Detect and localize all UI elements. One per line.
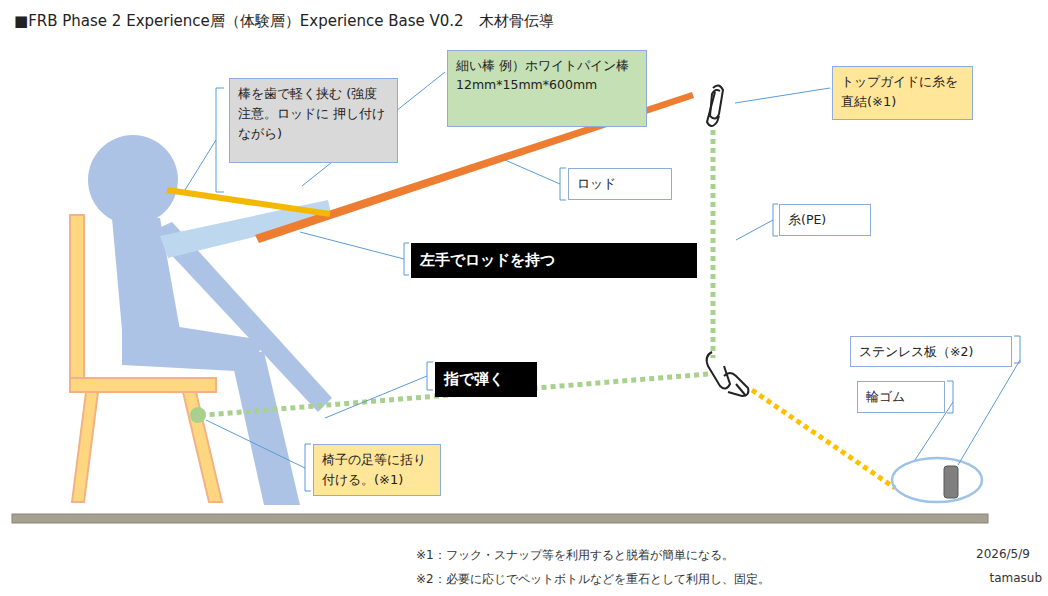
leader-line: [185, 72, 1020, 491]
date: 2026/5/9: [976, 547, 1030, 561]
footnote: ※2：必要に応じでペットボトルなどを重石として利用し、固定。: [416, 571, 770, 588]
snap: [707, 352, 749, 396]
snap: [707, 85, 723, 126]
box-text: 棒を歯で軽く挟む (強度注意。ロッドに 押し付けながら): [238, 84, 389, 144]
box-text: 椅子の足等に括り 付ける。(※1): [322, 450, 432, 490]
footnote: ※1：フック・スナップ等を利用すると脱着が簡単になる。: [416, 547, 734, 564]
box-text: 細い棒 例）ホワイトパイン棒 12mm*15mm*600mm: [456, 56, 638, 95]
person: [88, 135, 332, 505]
part-label: 輪ゴム: [857, 381, 945, 413]
author: tamasub: [989, 571, 1042, 585]
part-label: ロッド: [568, 168, 672, 200]
part-label: ステンレス板（※2): [850, 336, 1012, 367]
box-text: トップガイドに糸を 直結(※1): [841, 72, 964, 112]
box-text: 指で弾く: [444, 368, 528, 391]
stainless-plate: [944, 466, 958, 498]
wooden-bar: [167, 190, 330, 214]
floor: [12, 514, 988, 523]
rubber-band: [892, 458, 982, 502]
note-box: 棒を歯で軽く挟む (強度注意。ロッドに 押し付けながら): [229, 78, 398, 163]
note-box: 椅子の足等に括り 付ける。(※1): [313, 444, 441, 496]
box-text: ステンレス板（※2): [859, 342, 1003, 361]
action-box: 指で弾く: [435, 362, 537, 397]
tie-point: [190, 407, 206, 423]
box-text: 輪ゴム: [866, 387, 936, 406]
part-label: 糸(PE): [779, 204, 871, 236]
diagram-title: ■FRB Phase 2 Experience層（体験層）Experience …: [14, 12, 554, 31]
box-text: 左手でロッドを持つ: [420, 249, 688, 272]
box-text: 糸(PE): [788, 210, 862, 229]
note-box: トップガイドに糸を 直結(※1): [832, 66, 973, 120]
action-box: 左手でロッドを持つ: [411, 243, 697, 278]
box-text: ロッド: [577, 174, 663, 193]
material-box: 細い棒 例）ホワイトパイン棒 12mm*15mm*600mm: [447, 50, 647, 127]
pe-line: [205, 130, 713, 415]
